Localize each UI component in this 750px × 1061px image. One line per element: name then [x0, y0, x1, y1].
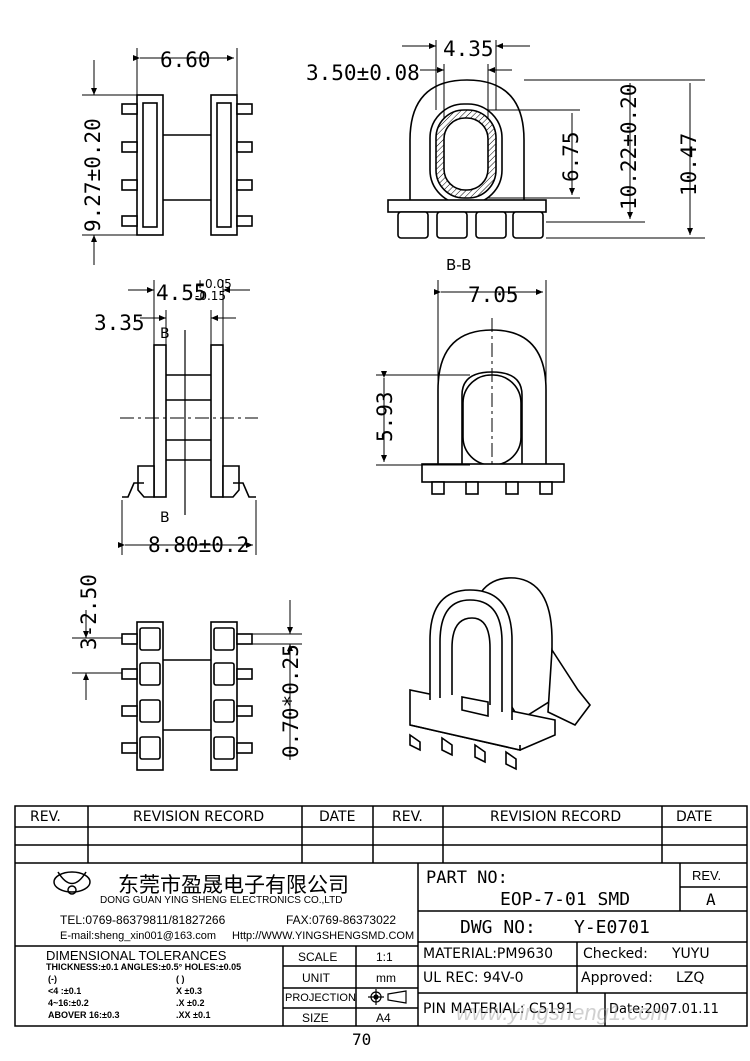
isometric-view [409, 577, 592, 771]
approved-label: Approved: [581, 970, 653, 986]
part-no-value: EOP-7-01 SMD [500, 889, 631, 910]
section-mark-top: B [160, 326, 170, 342]
bottom-pitch-dim: 3-2.50 [77, 574, 101, 650]
dwg-no-label: DWG NO: [460, 917, 536, 938]
company-tel: TEL:0769-86379811/81827266 [60, 913, 226, 927]
top-view [82, 48, 253, 265]
tolerances-title: DIMENSIONAL TOLERANCES [46, 948, 227, 963]
section-width-dim: 7.05 [468, 283, 519, 307]
section-mark-bottom: B [160, 510, 170, 526]
top-height-dim: 9.27±0.20 [81, 118, 105, 232]
front-wall-dim: 3.50±0.08 [306, 61, 420, 85]
rev-label: REV. [692, 868, 722, 883]
projection-label: PROJECTION [285, 992, 356, 1004]
rev-value: A [706, 890, 716, 909]
pin-material: PIN MATERIAL: C5191 [423, 1001, 575, 1017]
tol-col2-2: .X ±0.2 [176, 998, 205, 1008]
tol-col1-1: <4 :±0.1 [48, 986, 82, 996]
unit-value: mm [376, 971, 396, 985]
side-width-dim: 4.55 [156, 281, 207, 305]
front-height-dim-2: 10.47 [677, 133, 701, 196]
scale-value: 1:1 [376, 950, 393, 964]
tol-col2-3: .XX ±0.1 [176, 1010, 211, 1020]
tol-col1-2: 4~16:±0.2 [48, 998, 89, 1008]
section-view [376, 280, 565, 495]
side-overall-dim: 8.80±0.2 [148, 533, 249, 557]
bottom-pin-dim: 0.70*0.25 [279, 644, 303, 758]
front-view [387, 40, 705, 239]
revision-record-header-1: REVISION RECORD [133, 809, 265, 825]
tolerances-line1: THICKNESS:±0.1 ANGLES:±0.5° HOLES:±0.05 [46, 962, 242, 972]
side-inner-dim: 3.35 [94, 311, 145, 335]
title-block-frame [14, 805, 748, 1027]
company-name-en: DONG GUAN YING SHENG ELECTRONICS CO.,LTD [100, 895, 343, 906]
company-web: Http://WWW.YINGSHENGSMD.COM [232, 930, 415, 942]
side-width-tol-upper: +0.05 [195, 277, 232, 291]
ul-rec: UL REC: 94V-0 [423, 970, 524, 986]
revision-record-header-2: REVISION RECORD [490, 809, 622, 825]
approved-value: LZQ [676, 970, 705, 986]
top-width-dim: 6.60 [160, 48, 211, 72]
size-value: A4 [376, 1011, 391, 1025]
rev-header-2: REV. [392, 809, 423, 825]
unit-label: UNIT [302, 971, 330, 985]
size-label: SIZE [302, 1011, 329, 1025]
dwg-no-value: Y-E0701 [574, 917, 650, 938]
tol-col2-1: X ±0.3 [176, 986, 202, 996]
drawing-date: Date:2007.01.11 [609, 1002, 719, 1017]
tol-col2-0: ( ) [176, 974, 185, 984]
checked-value: YUYU [672, 946, 710, 962]
tol-col1-0: (-) [48, 974, 57, 984]
company-fax: FAX:0769-86373022 [286, 913, 397, 927]
page-number: 70 [352, 1030, 372, 1049]
front-height-dim-1: 10.22±0.20 [617, 84, 641, 210]
side-width-tol-lower: -0.15 [195, 289, 226, 303]
bottom-view [72, 600, 302, 771]
date-header-2: DATE [676, 809, 713, 825]
tol-col1-3: ABOVER 16:±0.3 [48, 1010, 120, 1020]
material: MATERIAL:PM9630 [423, 946, 554, 962]
front-inner-height-dim: 6.75 [559, 131, 583, 182]
company-name-cn: 东莞市盈晟电子有限公司 [118, 873, 349, 897]
watermark: www.yingsheng1.com [456, 1000, 669, 1025]
section-height-dim: 5.93 [373, 391, 397, 442]
front-slot-dim: 4.35 [443, 37, 494, 61]
company-logo [53, 871, 91, 895]
side-view [118, 280, 258, 555]
scale-label: SCALE [298, 950, 338, 964]
projection-symbol [368, 989, 407, 1005]
checked-label: Checked: [583, 946, 648, 962]
company-email: E-mail:sheng_xin001@163.com [60, 930, 217, 942]
part-no-label: PART NO: [426, 868, 508, 888]
date-header-1: DATE [319, 809, 356, 825]
section-title: B-B [446, 256, 471, 274]
rev-header-1: REV. [30, 809, 61, 825]
